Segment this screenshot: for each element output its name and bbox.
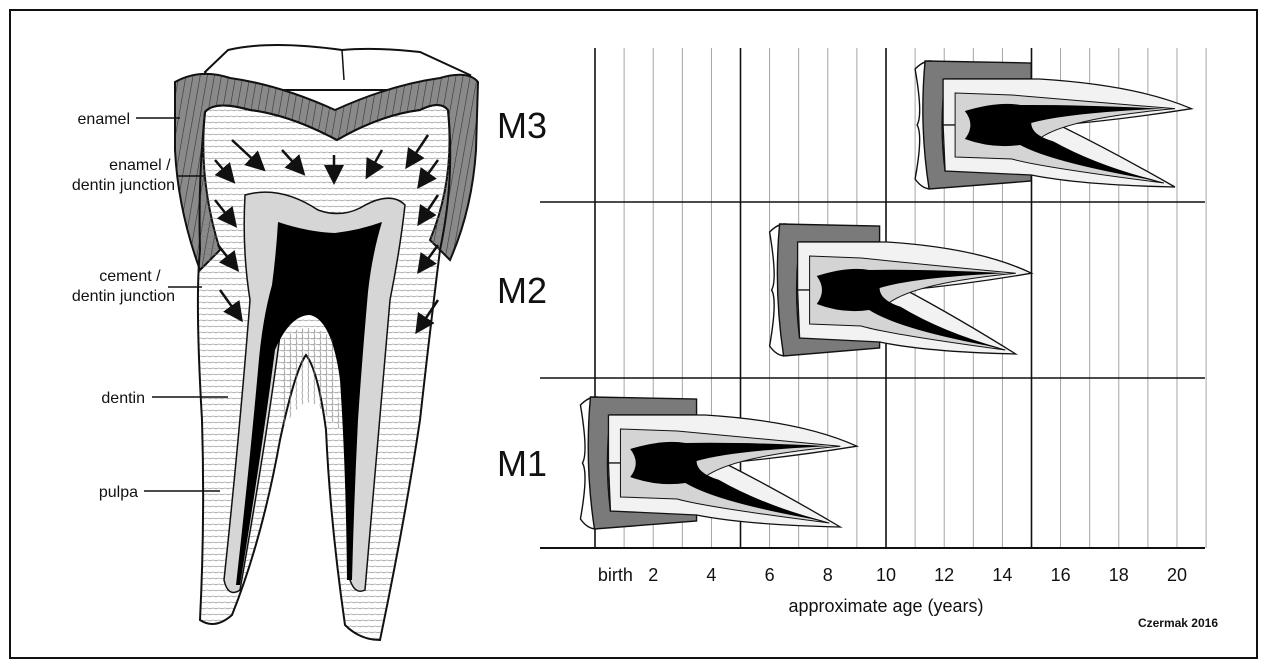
molar-label-m2: M2: [497, 270, 547, 311]
x-tick-label: birth: [598, 565, 633, 585]
x-tick-label: 6: [765, 565, 775, 585]
x-tick-label: 4: [706, 565, 716, 585]
molar-drawing-m2: [770, 224, 1032, 356]
x-tick-label: 16: [1051, 565, 1071, 585]
x-axis-label: approximate age (years): [788, 596, 983, 616]
label-cement-dentin-junction: cement / dentin junction: [72, 268, 175, 305]
molar-drawing-m1: [580, 397, 856, 529]
label-enamel: enamel: [78, 111, 130, 128]
credit-text: Czermak 2016: [1138, 616, 1218, 630]
label-dentin: dentin: [101, 390, 145, 407]
x-tick-label: 8: [823, 565, 833, 585]
label-pulpa: pulpa: [99, 484, 138, 501]
x-tick-label: 14: [992, 565, 1012, 585]
x-tick-label: 20: [1167, 565, 1187, 585]
x-tick-label: 2: [648, 565, 658, 585]
x-tick-label: 10: [876, 565, 896, 585]
x-tick-label: 12: [934, 565, 954, 585]
molar-label-m1: M1: [497, 443, 547, 484]
molar-label-m3: M3: [497, 105, 547, 146]
molar-drawing-m3: [915, 61, 1191, 189]
x-tick-label: 18: [1109, 565, 1129, 585]
x-axis-tick-labels: birth 2 4 6 8 10 12 14 16 18 20: [598, 565, 1187, 585]
tooth-cross-section: enamel enamel / dentin junction cement /…: [72, 45, 478, 640]
label-enamel-dentin-junction: enamel / dentin junction: [72, 157, 175, 194]
